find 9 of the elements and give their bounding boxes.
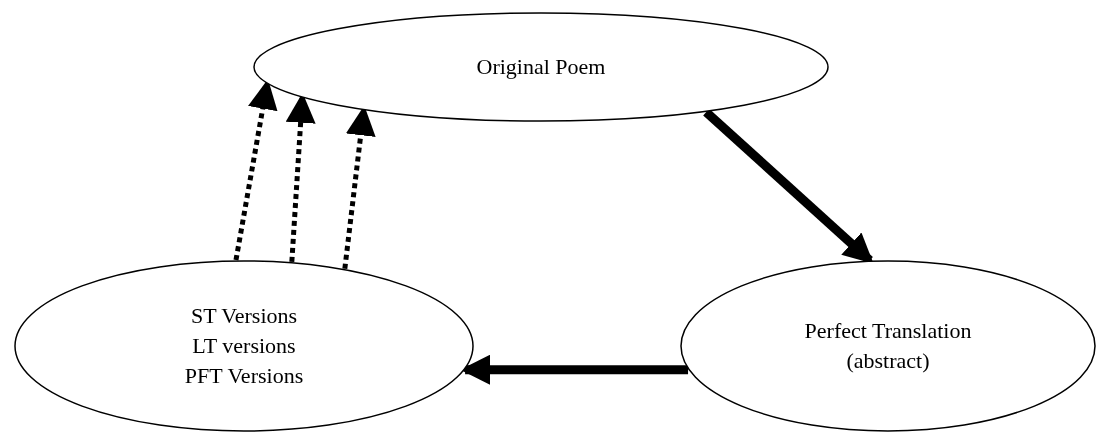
node-label: PFT Versions <box>184 362 304 390</box>
node-label: ST Versions <box>190 302 298 330</box>
ellipse-node <box>14 260 474 432</box>
ellipse-node <box>253 12 829 122</box>
node-label: LT versions <box>192 332 296 360</box>
node-label: Original Poem <box>476 53 606 81</box>
ellipse-node <box>680 260 1096 432</box>
node-label: (abstract) <box>846 347 930 375</box>
node-label: Perfect Translation <box>804 317 972 345</box>
